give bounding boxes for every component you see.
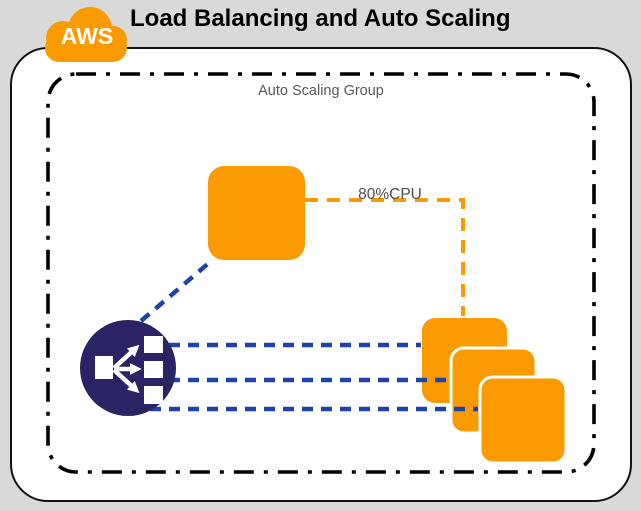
aws-cloud-icon (45, 7, 127, 62)
load-balancer-target-node-3 (144, 386, 163, 404)
page-title: Load Balancing and Auto Scaling (130, 5, 511, 32)
load-balancer-arrows (112, 344, 142, 394)
load-balancer-target-node-2 (144, 361, 163, 378)
cpu-metric-label: 80%CPU (358, 186, 422, 203)
load-balancer-connections (139, 260, 478, 412)
auto-scaling-group-border (46, 72, 596, 474)
aws-cloud-label: AWS (60, 23, 114, 49)
load-balancer-target-node-1 (144, 336, 163, 353)
load-balancer-icon (80, 320, 176, 416)
ec2-instance-stack-icon (422, 318, 568, 465)
connection-to-trigger-instance (139, 260, 212, 323)
ec2-instance-icon (208, 166, 305, 260)
load-balancer-source-node (95, 356, 113, 379)
cpu-metric-connector (305, 198, 465, 316)
auto-scaling-group-label: Auto Scaling Group (258, 83, 384, 99)
stack-instance-3 (478, 375, 568, 465)
